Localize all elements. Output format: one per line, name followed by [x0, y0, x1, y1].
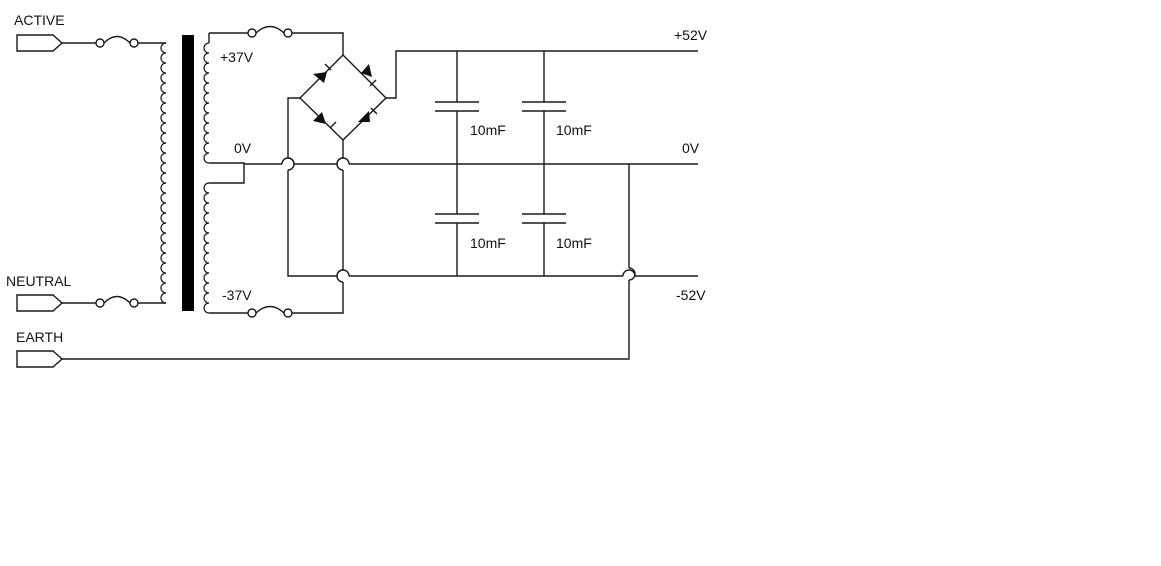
transformer-core: [182, 35, 194, 311]
output-negative-label: -52V: [676, 287, 706, 303]
capacitor-c1: [435, 51, 479, 164]
capacitor-c3-label: 10mF: [470, 235, 506, 251]
active-label: ACTIVE: [14, 12, 65, 28]
bridge-rectifier: [287, 50, 698, 277]
earth-wire: [62, 164, 636, 360]
capacitor-c1-label: 10mF: [470, 122, 506, 138]
diode-icon: [358, 111, 370, 122]
neutral-terminal: [16, 294, 64, 312]
capacitor-c2-label: 10mF: [556, 122, 592, 138]
active-fuse: [62, 35, 166, 48]
secondary-lower-winding: [203, 182, 210, 314]
neutral-fuse: [62, 295, 166, 308]
earth-label: EARTH: [16, 329, 63, 345]
secondary-upper-winding: [203, 42, 210, 164]
secondary-bottom-label: -37V: [222, 287, 252, 303]
center-tap-wire: [209, 157, 698, 184]
secondary-top-fuse: [208, 25, 344, 55]
output-positive-label: +52V: [674, 27, 708, 43]
diode-icon: [313, 112, 326, 124]
secondary-center-label: 0V: [234, 140, 252, 156]
neutral-label: NEUTRAL: [6, 273, 72, 289]
capacitor-c4: [522, 164, 566, 276]
capacitor-c4-label: 10mF: [556, 235, 592, 251]
secondary-top-label: +37V: [220, 49, 254, 65]
capacitor-c2: [522, 51, 566, 164]
diode-icon: [361, 64, 372, 77]
diode-icon: [313, 72, 327, 83]
primary-winding: [160, 42, 167, 304]
negative-rail: [349, 269, 698, 277]
active-terminal: [16, 34, 64, 52]
transformer: [160, 35, 210, 314]
capacitor-c3: [435, 164, 479, 276]
earth-terminal: [16, 350, 64, 368]
output-ground-label: 0V: [682, 140, 700, 156]
